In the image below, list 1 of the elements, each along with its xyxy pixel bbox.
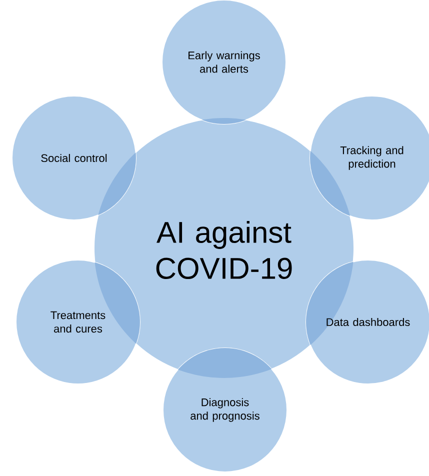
node-label: Diagnosis and prognosis (190, 398, 260, 422)
